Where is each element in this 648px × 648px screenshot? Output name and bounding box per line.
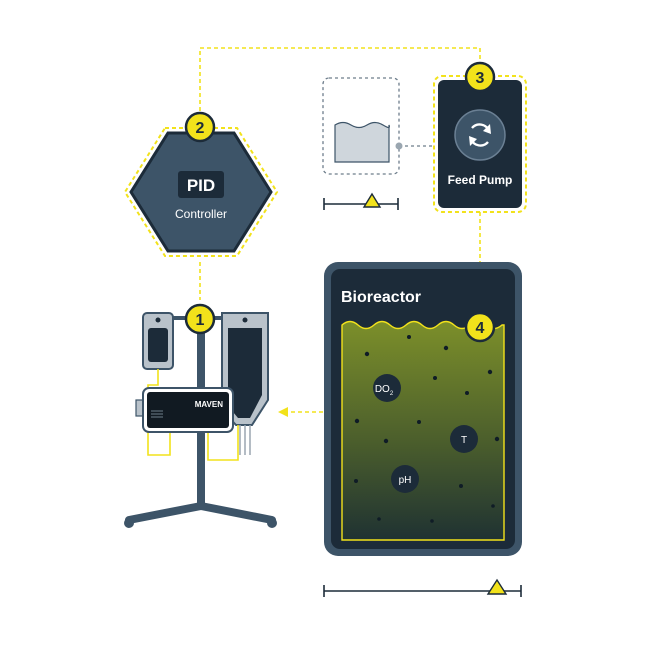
bioreactor: Bioreactor DO2 T pH: [324, 262, 522, 556]
cell-particles: [354, 335, 500, 523]
step-badge-2: 2: [184, 111, 216, 143]
svg-text:T: T: [461, 435, 467, 446]
controller-subtitle: Controller: [175, 207, 227, 221]
svg-text:pH: pH: [399, 475, 412, 486]
reactor-title: Bioreactor: [341, 289, 421, 306]
step-badge-4: 4: [464, 311, 496, 343]
warning-triangle-icon: [486, 578, 508, 595]
sensor-ph: pH: [391, 465, 419, 493]
signal-line-controller-to-pump: [199, 47, 481, 118]
svg-text:3: 3: [476, 70, 485, 87]
feed-reservoir-icon: [322, 77, 400, 175]
svg-text:2: 2: [196, 120, 205, 137]
step-badge-1: 1: [184, 303, 216, 335]
feed-pump: Feed Pump: [433, 75, 527, 213]
pump-label: Feed Pump: [448, 173, 513, 187]
iv-stand-device: MAVEN: [124, 312, 277, 528]
sensor-do2: DO2: [373, 374, 401, 402]
svg-text:DO2: DO2: [375, 384, 394, 397]
svg-text:1: 1: [196, 312, 205, 329]
device-brand: MAVEN: [195, 400, 224, 409]
tank-scale: [323, 192, 399, 210]
step-badge-3: 3: [464, 61, 496, 93]
warning-triangle-icon: [362, 192, 382, 208]
feed-tank: [322, 77, 438, 175]
sensor-temperature: T: [450, 425, 478, 453]
pid-controller: PID Controller: [123, 127, 279, 257]
svg-text:4: 4: [476, 320, 485, 337]
controller-title: PID: [187, 176, 215, 195]
arrow-head-icon: [278, 407, 288, 417]
reactor-scale: [323, 578, 522, 597]
